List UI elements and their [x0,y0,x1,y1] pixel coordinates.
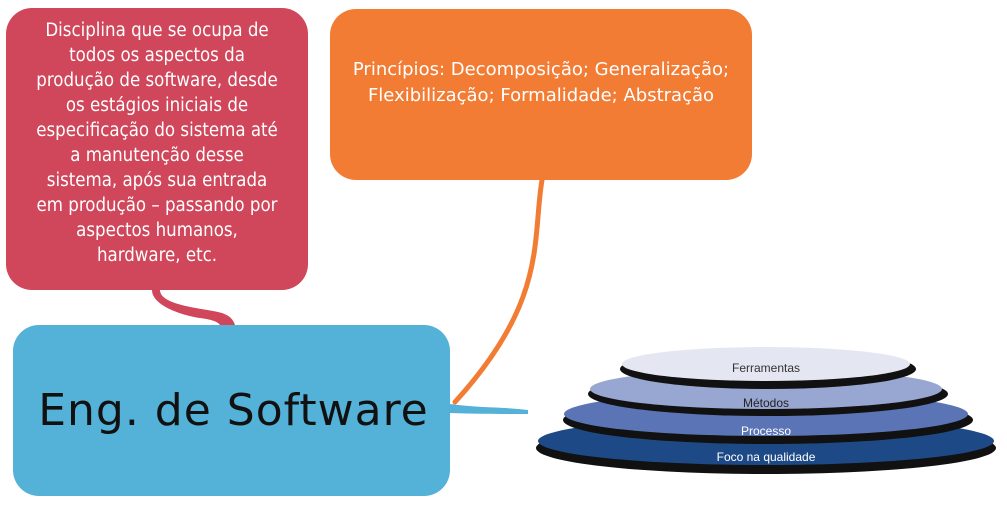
principles-text: Princípios: Decomposição; Generalização;… [353,57,729,109]
definition-line: sistema, após sua entrada [46,170,268,191]
principles-line: Princípios: Decomposição; Generalização; [352,58,730,80]
connector-center-to-pyramid [450,404,528,414]
definition-text: Disciplina que se ocupa de todos os aspe… [36,18,278,268]
layer-quality-label: Foco na qualidade [717,450,816,464]
central-node: Eng. de Software [13,325,450,496]
definition-line: em produção – passando por [36,195,278,216]
principles-line: Flexibilização; Formalidade; Abstração [367,84,715,106]
layer-process-label: Processo [741,424,791,438]
definition-line: hardware, etc. [96,245,218,266]
layer-methods-label: Métodos [743,396,789,410]
definition-line: aspectos humanos, [76,220,238,241]
connector-definition-to-center [152,290,236,330]
definition-box: Disciplina que se ocupa de todos os aspe… [6,8,308,290]
connector-principles-to-center [452,177,545,405]
layer-tools-label: Ferramentas [732,361,800,375]
definition-line: a manutenção desse [70,145,244,166]
definition-line: especificação do sistema até [36,120,278,141]
layer-tools [622,347,910,381]
principles-box: Princípios: Decomposição; Generalização;… [330,9,752,180]
definition-line: todos os aspectos da [69,45,245,66]
definition-line: Disciplina que se ocupa de [45,20,269,41]
central-node-title: Eng. de Software [38,385,429,436]
definition-line: produção de software, desde [36,70,278,91]
definition-line: os estágios iniciais de [65,95,249,116]
